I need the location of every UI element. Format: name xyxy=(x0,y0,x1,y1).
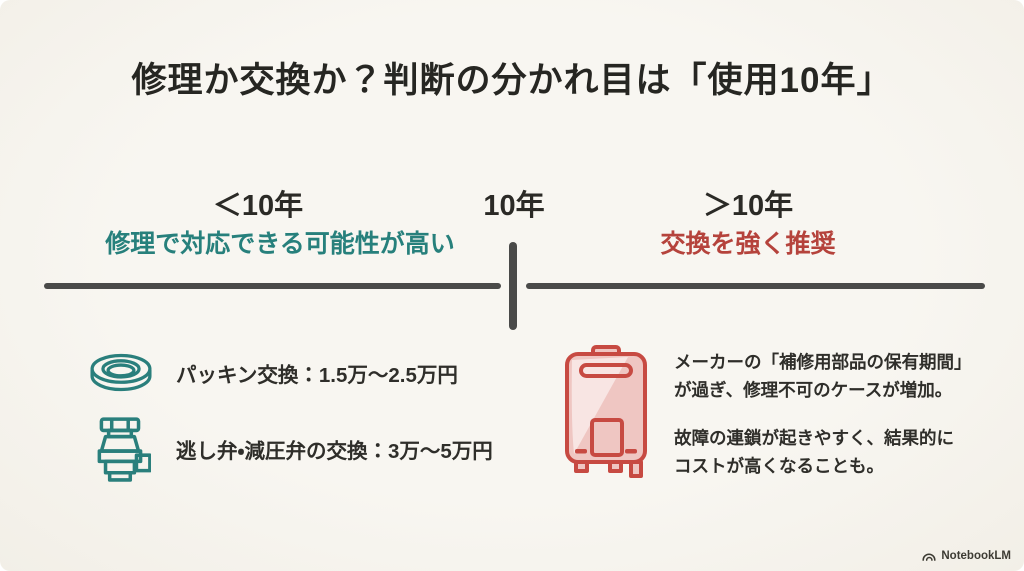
timeline-line-right xyxy=(526,283,985,289)
timeline-right-label: ＞10年 xyxy=(702,190,794,222)
note-paragraph-1: メーカーの「補修用部品の保有期間」 が過ぎ、修理不可のケースが増加。 xyxy=(674,352,972,401)
brand-label: NotebookLM xyxy=(941,550,1011,562)
water-heater-icon xyxy=(560,344,652,480)
timeline-center-tick xyxy=(509,242,517,330)
note-paragraph-2: 故障の連鎖が起きやすく、結果的に コストが高くなることも。 xyxy=(674,427,954,477)
replacement-note-text: メーカーの「補修用部品の保有期間」 が過ぎ、修理不可のケースが増加。 故障の連鎖… xyxy=(674,344,972,499)
page-title: 修理か交換か？判断の分かれ目は「使用10年」 xyxy=(131,61,893,100)
timeline-center-label: 10年 xyxy=(483,190,545,222)
list-item-label: 逃し弁・減圧弁の交換：3万〜5万円 xyxy=(176,440,493,463)
timeline-line-left xyxy=(44,283,501,289)
relief-valve-icon xyxy=(86,416,156,482)
timeline-right-sublabel: 交換を強く推奨 xyxy=(660,230,836,258)
footer-brand: NotebookLM xyxy=(922,550,1011,562)
gasket-ring-icon xyxy=(86,348,156,398)
replacement-note: メーカーの「補修用部品の保有期間」 が過ぎ、修理不可のケースが増加。 故障の連鎖… xyxy=(560,344,1000,499)
list-item-gasket: パッキン交換：1.5万〜2.5万円 xyxy=(86,348,493,398)
notebooklm-logo-icon xyxy=(922,550,936,562)
repair-cost-list: パッキン交換：1.5万〜2.5万円 xyxy=(86,348,493,482)
timeline-left-sublabel: 修理で対応できる可能性が高い xyxy=(105,230,455,258)
timeline-left-label: ＜10年 xyxy=(212,190,304,222)
list-item-label: パッキン交換：1.5万〜2.5万円 xyxy=(176,364,458,387)
list-item-valve: 逃し弁・減圧弁の交換：3万〜5万円 xyxy=(86,416,493,482)
